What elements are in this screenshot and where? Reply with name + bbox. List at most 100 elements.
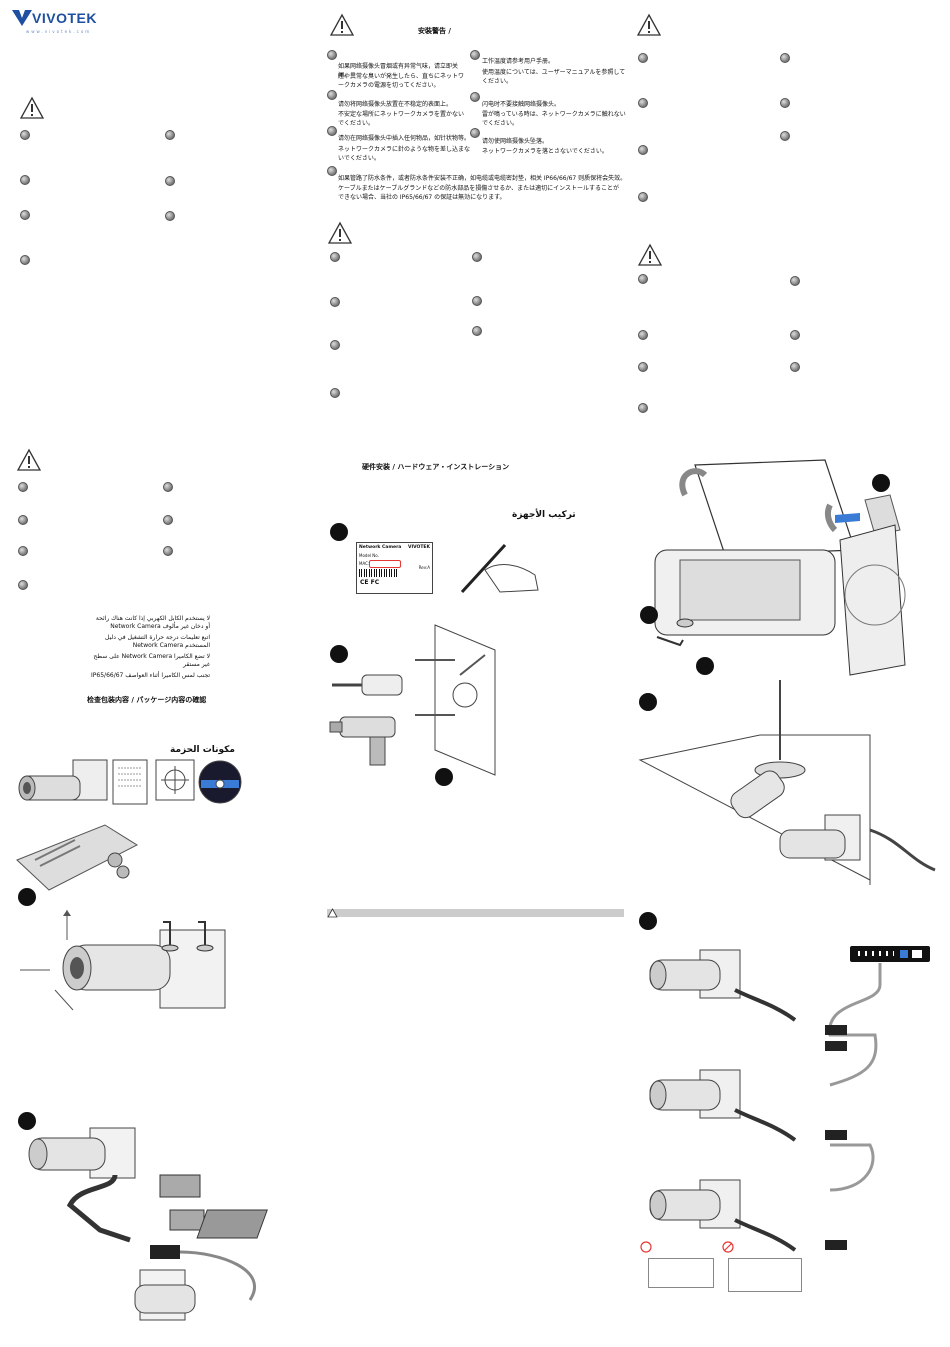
bullet-icon (790, 362, 800, 372)
bullet-icon (638, 192, 648, 202)
label-rev: Rev:A (418, 565, 430, 570)
housing-open-illustration (654, 459, 906, 676)
safety-cn-text: 请勿将网络摄像头放置在不稳定的表面上。 (338, 101, 453, 108)
safety-cn-text: 工作温度请参考用户手册。 (482, 58, 555, 65)
allowed-example-box (648, 1258, 714, 1288)
bullet-icon (780, 131, 790, 141)
step-marker-1 (18, 888, 36, 906)
bullet-icon (20, 175, 30, 185)
bullet-icon (472, 326, 482, 336)
bullet-icon (638, 362, 648, 372)
safety-jp-text: ネットワークカメラに針のような物を差し込まないでください。 (338, 146, 471, 162)
step-marker-4 (639, 693, 657, 711)
step-marker-2 (330, 645, 348, 663)
bullet-icon (20, 210, 30, 220)
bullet-icon (163, 546, 173, 556)
install-header: 硬件安装 / ハードウェア・インストレーション (362, 463, 510, 471)
safety-jp-text: 使用温度については、ユーザーマニュアルを参照してください。 (482, 69, 626, 85)
warning-triangle-icon (16, 448, 42, 471)
bullet-icon (470, 128, 480, 138)
daisy-chain-illustration (649, 949, 882, 1252)
safety-jp-text: 雷が鳴っている時は、ネットワークカメラに触れないでください。 (482, 111, 626, 127)
logo-mark-icon (12, 10, 32, 26)
safety-jp-text: ネットワークカメラを落とさないでください。 (482, 148, 608, 155)
safety-wide-cn: 如果管路了防水条件，或者防水条件安装不正确，如电缆或电缆密封垫，相关 IP66/… (338, 175, 623, 182)
step-marker-c (696, 657, 714, 675)
brand-tagline: www.vivotek.com (26, 29, 92, 34)
warning-triangle-icon (637, 243, 663, 266)
software-cd-icon (198, 760, 242, 804)
package-header-arabic: مكونات الحزمة (170, 745, 235, 755)
drill-bit-illustration (332, 674, 403, 696)
bullet-icon (327, 166, 337, 176)
hand-writing-illustration (460, 543, 539, 594)
arabic-item: اتبع تعليمات درجة حرارة التشغيل في دليل … (105, 634, 210, 649)
bullet-icon (18, 482, 28, 492)
warning-triangle-icon (329, 13, 355, 36)
bullet-icon (472, 252, 482, 262)
safety-cn-text: 闪电时不要接触网络摄像头。 (482, 101, 561, 108)
bullet-icon (780, 98, 790, 108)
label-model: Model No. (359, 553, 379, 558)
warning-triangle-icon (327, 221, 353, 244)
step-marker-b (640, 606, 658, 624)
note-bar (327, 909, 624, 917)
bullet-icon (165, 130, 175, 140)
bullet-icon (638, 98, 648, 108)
package-header: 检查包装内容 / パッケージ内容の確認 (87, 696, 207, 704)
bullet-icon (780, 53, 790, 63)
bullet-icon (165, 176, 175, 186)
hex-key-icon (161, 921, 214, 952)
safety-cn-text: 请勿在网络摄像头中插入任何物品，如针状物等。 (338, 135, 471, 142)
bullet-icon (790, 330, 800, 340)
switch-port (858, 951, 894, 956)
product-label-card: Network Camera VIVOTEK Model No. MAC: Re… (356, 542, 433, 594)
bullet-icon (470, 92, 480, 102)
barcode (359, 569, 399, 577)
step-marker-5 (639, 912, 657, 930)
install-header-arabic: تركيب الأجهزة (512, 510, 576, 520)
warning-triangle-icon (636, 13, 662, 36)
safety-jp-text: 不安定な場所にネットワークカメラを置かないでください。 (338, 111, 465, 127)
hex-wrench-icon (656, 618, 694, 647)
step-marker-3 (435, 768, 453, 786)
bullet-icon (470, 50, 480, 60)
certification-marks: CE FC (360, 579, 380, 586)
bullet-icon (790, 276, 800, 286)
bullet-icon (18, 580, 28, 590)
bullet-icon (638, 53, 648, 63)
step-marker-2 (18, 1112, 36, 1130)
arabic-item: لا تضع الكاميرا Network Camera على سطح غ… (93, 653, 210, 668)
bullet-icon (18, 546, 28, 556)
arabic-item: لا يستخدم الكابل الكهربي إذا كانت هناك ر… (95, 615, 210, 630)
prohibited-icon (722, 1241, 734, 1253)
brand-name: VIVOTEK (32, 10, 97, 26)
switch-indicator (900, 950, 908, 958)
arabic-item: تجنب لمس الكاميرا أثناء العواصف IP65/66/… (91, 672, 210, 679)
bullet-icon (163, 482, 173, 492)
bullet-icon (18, 515, 28, 525)
safety-cn-text: 请勿使网络摄像头坠落。 (482, 138, 549, 145)
safety-cn-text: 如果网络摄像头冒烟或有异常气味，请立即关闭。 (338, 63, 459, 79)
step-marker-a (872, 474, 890, 492)
camera-illustration (18, 759, 108, 801)
safety-wide-jp: ケーブルまたはケーブルグランドなどの防水部品を損傷させるか、または適切にインスト… (338, 185, 620, 201)
label-mac: MAC: (359, 561, 370, 566)
arabic-safety-list: لا يستخدم الكابل الكهربي إذا كانت هناك ر… (90, 615, 230, 680)
bullet-icon (330, 340, 340, 350)
bullet-icon (20, 255, 30, 265)
bullet-icon (330, 252, 340, 262)
prohibited-example-box (728, 1258, 802, 1292)
step-marker-1 (330, 523, 348, 541)
quick-guide-illustration (112, 759, 148, 805)
bullet-icon (330, 388, 340, 398)
bullet-icon (327, 90, 337, 100)
bullet-icon (327, 126, 337, 136)
bullet-icon (20, 130, 30, 140)
bullet-icon (165, 211, 175, 221)
poe-switch (850, 946, 930, 962)
safety-jp-text: 煙や異常な臭いが発生したら、直ちにネットワークカメラの電源を切ってください。 (338, 73, 465, 89)
bullet-icon (472, 296, 482, 306)
bullet-icon (163, 515, 173, 525)
warning-small-icon (327, 908, 338, 918)
